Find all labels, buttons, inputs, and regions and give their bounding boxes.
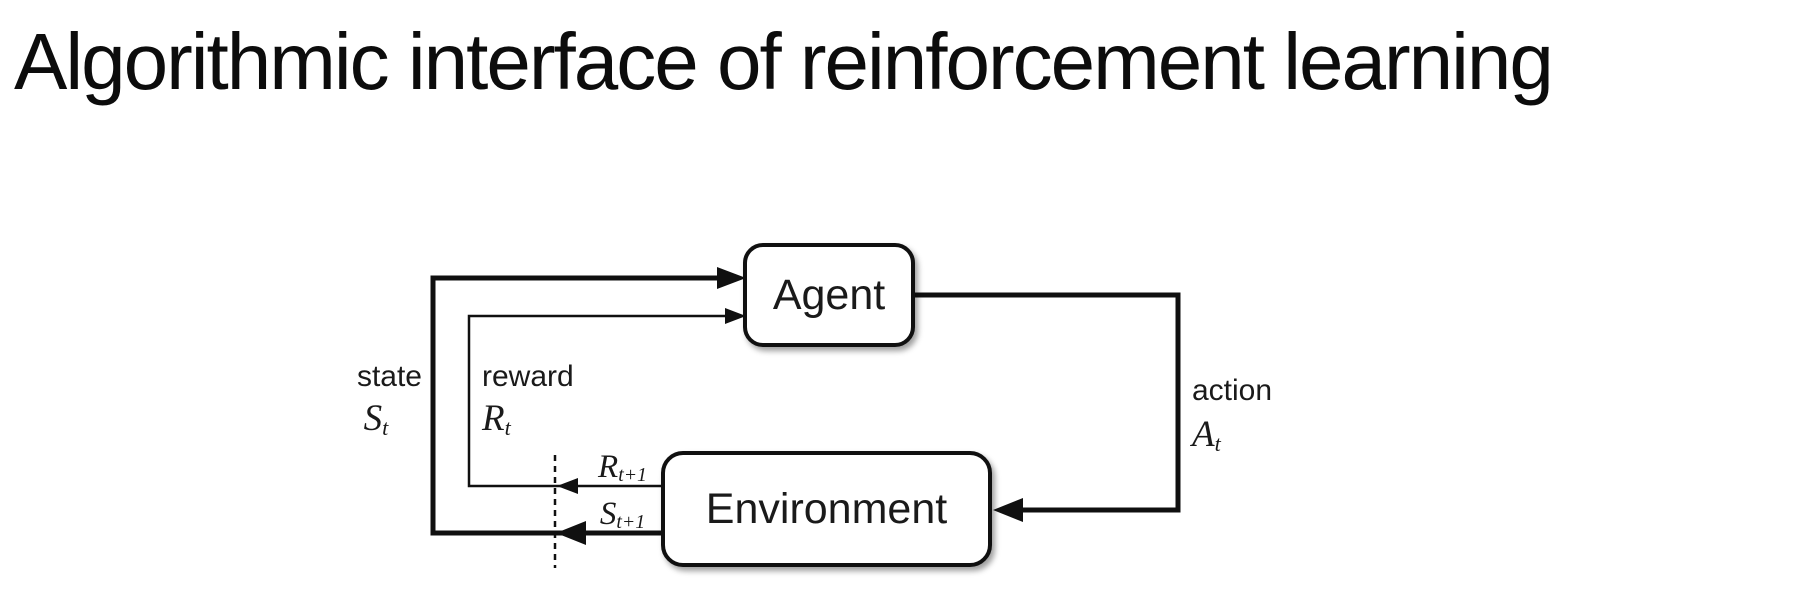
state-flow-line bbox=[430, 275, 738, 536]
next-reward-symbol: Rt+1 bbox=[598, 449, 647, 487]
action-arrowhead-into-environment bbox=[993, 498, 1023, 522]
environment-label: Environment bbox=[705, 484, 948, 533]
reward-arrowhead-into-agent bbox=[725, 308, 746, 324]
state-label: state bbox=[356, 360, 422, 393]
next-reward-arrowhead bbox=[557, 478, 578, 494]
reward-symbol: Rt bbox=[482, 398, 511, 440]
state-arrowhead-into-agent bbox=[717, 267, 746, 289]
environment-box: Environment bbox=[661, 451, 992, 567]
action-label: action bbox=[1192, 374, 1273, 407]
next-state-arrowhead bbox=[556, 521, 586, 545]
reward-label: reward bbox=[482, 360, 574, 393]
agent-label: Agent bbox=[772, 270, 886, 319]
state-symbol: St bbox=[363, 398, 389, 440]
action-symbol: At bbox=[1192, 414, 1221, 456]
page-title: Algorithmic interface of reinforcement l… bbox=[14, 17, 1554, 106]
agent-box: Agent bbox=[743, 243, 915, 347]
action-flow-line bbox=[911, 292, 1181, 513]
next-state-symbol: St+1 bbox=[599, 496, 646, 534]
